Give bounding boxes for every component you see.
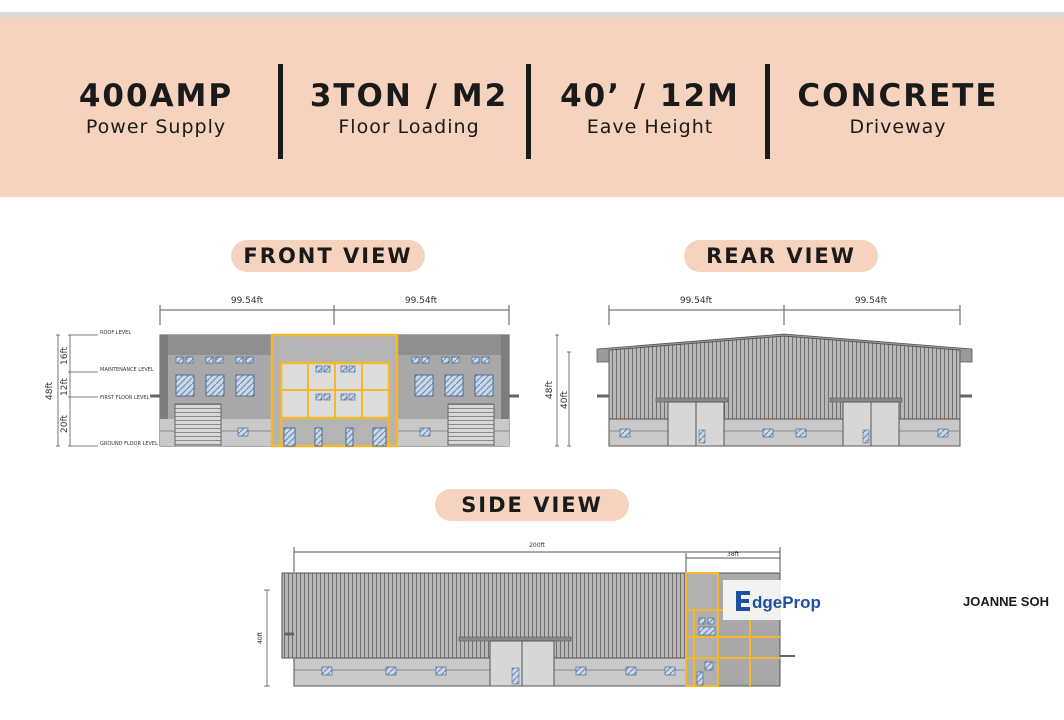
rear-view-drawing: 99.54ft 99.54ft xyxy=(545,296,973,447)
roller-shutter xyxy=(447,403,495,447)
edgeprop-logo: dgeProp xyxy=(723,580,821,620)
side-view-drawing: 200ft 38ft xyxy=(257,542,795,687)
spec-label: Power Supply xyxy=(85,116,227,138)
side-office-length: 38ft xyxy=(727,551,740,558)
front-view-drawing: 99.54ft 99.54ft xyxy=(45,296,519,448)
side-length: 200ft xyxy=(529,542,545,549)
front-view-title: FRONT VIEW xyxy=(231,240,425,272)
spec-separator xyxy=(278,64,283,159)
front-total-height: 48ft xyxy=(45,382,55,400)
rear-height-outer: 48ft xyxy=(545,381,555,399)
spec-label: Eave Height xyxy=(586,116,714,138)
spec-label: Floor Loading xyxy=(338,116,480,138)
side-cladding xyxy=(281,572,687,659)
level-label: GROUND FLOOR LEVEL xyxy=(100,441,158,447)
rear-dim-right: 99.54ft xyxy=(855,296,888,306)
spec-value: 40’ / 12M xyxy=(560,78,740,114)
front-segment-2: 12ft xyxy=(60,378,70,396)
spec-separator xyxy=(765,64,770,159)
spec-value: CONCRETE xyxy=(797,78,999,114)
agent-name: JOANNE SOH xyxy=(963,594,1049,609)
level-label: MAINTENANCE LEVEL xyxy=(100,367,154,373)
side-height: 40ft xyxy=(257,631,264,644)
spec-driveway: CONCRETE Driveway xyxy=(778,78,1018,138)
top-divider-line xyxy=(0,12,1064,17)
front-segment-3: 20ft xyxy=(60,415,70,433)
front-dim-left: 99.54ft xyxy=(231,296,264,306)
rear-height-inner: 40ft xyxy=(560,391,570,409)
front-segment-1: 16ft xyxy=(60,347,70,365)
spec-floor-loading: 3TON / M2 Floor Loading xyxy=(289,78,529,138)
spec-value: 3TON / M2 xyxy=(309,78,509,114)
edgeprop-logo-icon xyxy=(736,591,750,611)
rear-dim-left: 99.54ft xyxy=(680,296,713,306)
side-view-title: SIDE VIEW xyxy=(435,489,629,521)
spec-power-supply: 400AMP Power Supply xyxy=(36,78,276,138)
rear-view-title: REAR VIEW xyxy=(684,240,878,272)
spec-separator xyxy=(526,64,531,159)
level-label: FIRST FLOOR LEVEL xyxy=(100,395,150,401)
spec-value: 400AMP xyxy=(78,78,234,114)
level-label: ROOF LEVEL xyxy=(100,330,131,336)
spec-label: Driveway xyxy=(849,116,947,138)
edgeprop-logo-text: dgeProp xyxy=(752,593,821,612)
roller-shutter xyxy=(174,403,222,447)
rear-cladding xyxy=(608,335,961,420)
spec-eave-height: 40’ / 12M Eave Height xyxy=(530,78,770,138)
spec-banner xyxy=(0,17,1064,197)
front-dim-right: 99.54ft xyxy=(405,296,438,306)
